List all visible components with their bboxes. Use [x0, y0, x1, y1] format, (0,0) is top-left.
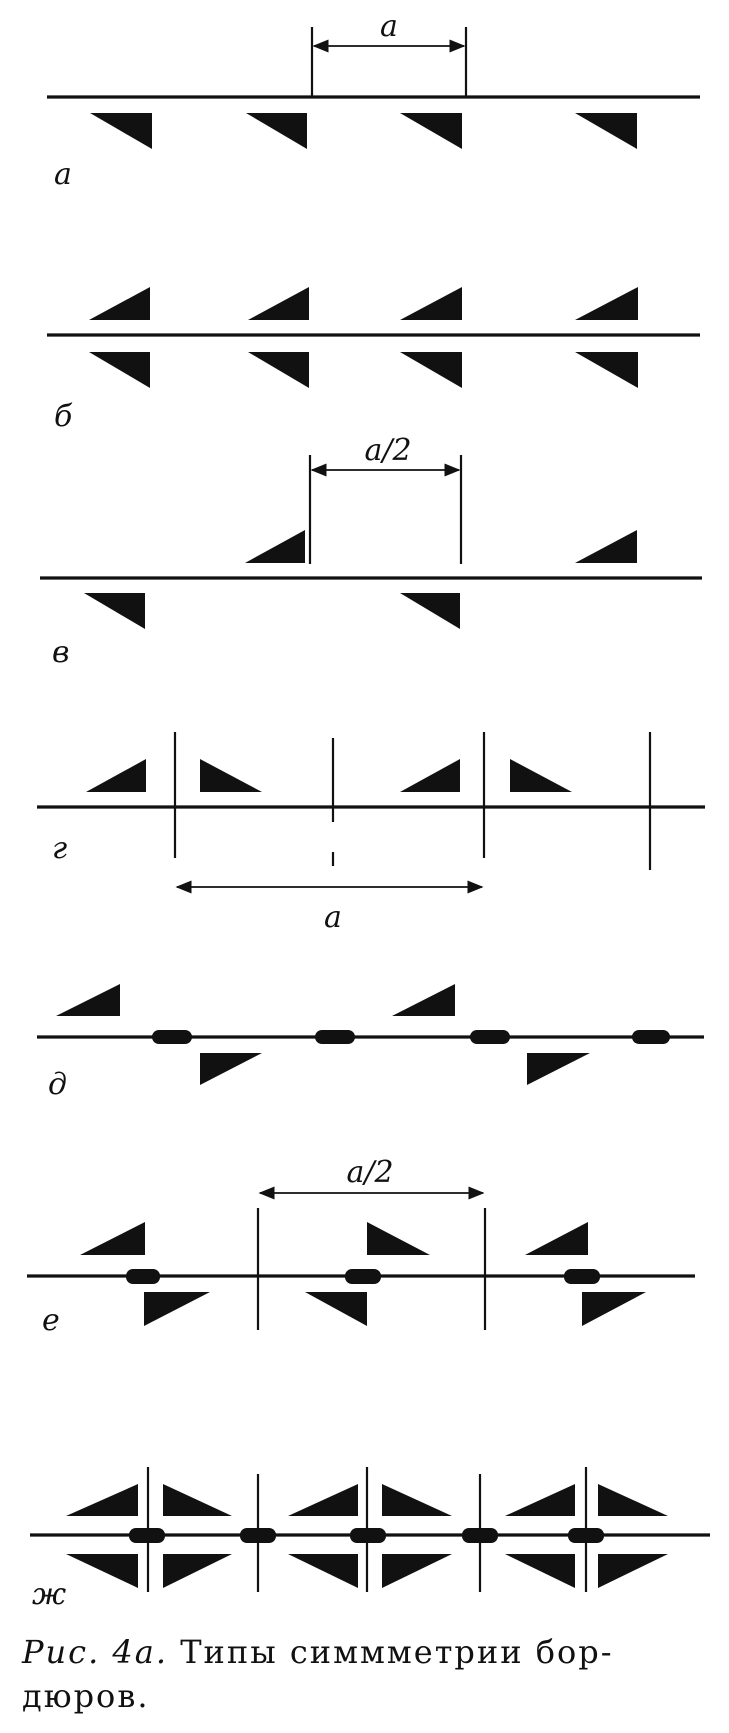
motif-triangle: [66, 1554, 138, 1588]
panel-label-zh: ж: [32, 1577, 66, 1612]
panel-label-b: б: [54, 399, 73, 434]
motif-triangle: [163, 1484, 232, 1516]
motif-triangle: [144, 1292, 210, 1326]
motif-triangle: [582, 1292, 646, 1326]
motif-triangle: [505, 1484, 575, 1516]
panel-label-v: в: [52, 635, 69, 670]
twofold-rotation-node: [564, 1269, 600, 1284]
motif-triangle: [90, 113, 152, 149]
motif-triangle: [248, 287, 309, 320]
motif-triangle: [245, 530, 305, 563]
panel-label-d: д: [48, 1067, 67, 1102]
motif-triangle: [505, 1554, 575, 1588]
motif-triangle: [163, 1554, 232, 1588]
motif-triangle: [66, 1484, 138, 1516]
motif-triangle: [56, 984, 120, 1016]
motif-triangle: [84, 593, 145, 629]
motif-triangle: [288, 1554, 358, 1588]
motif-triangle: [367, 1222, 430, 1255]
motif-triangle: [575, 352, 638, 388]
motif-triangle: [598, 1484, 668, 1516]
twofold-rotation-node: [345, 1269, 381, 1284]
figure-number: Рис. 4а.: [22, 1633, 169, 1671]
motif-triangle: [527, 1053, 590, 1085]
half-period-dimension-label: a/2: [346, 1155, 393, 1190]
motif-triangle: [200, 759, 262, 792]
twofold-rotation-node: [126, 1269, 160, 1284]
motif-triangle: [382, 1484, 452, 1516]
panel-label-e: е: [42, 1303, 60, 1338]
motif-triangle: [89, 287, 150, 320]
motif-triangle: [89, 352, 150, 388]
panel-label-a: а: [54, 157, 72, 192]
panel-label-g: г: [52, 831, 67, 866]
motif-triangle: [400, 759, 460, 792]
twofold-rotation-node: [129, 1528, 165, 1543]
figure-caption-text: Типы симмметрии бор-дюров.: [22, 1633, 614, 1715]
period-dimension-label: a: [380, 9, 398, 44]
motif-triangle: [80, 1222, 145, 1255]
motif-triangle: [382, 1554, 452, 1588]
panel-v: a/2 в: [40, 433, 702, 670]
motif-triangle: [400, 593, 460, 629]
motif-triangle: [525, 1222, 588, 1255]
panel-zh: ж: [30, 1467, 710, 1612]
panel-d: д: [37, 984, 704, 1102]
twofold-rotation-node: [632, 1030, 670, 1044]
twofold-rotation-node: [568, 1528, 604, 1543]
motif-triangle: [246, 113, 307, 149]
panel-e: a/2 е: [27, 1155, 695, 1338]
motif-triangle: [575, 113, 637, 149]
motif-triangle: [400, 287, 462, 320]
twofold-rotation-node: [470, 1030, 510, 1044]
twofold-rotation-node: [350, 1528, 386, 1543]
period-dimension-label: a: [324, 900, 342, 935]
panel-a: a а: [47, 9, 700, 192]
twofold-rotation-node: [152, 1030, 192, 1044]
motif-triangle: [575, 530, 637, 563]
half-period-dimension-label: a/2: [364, 433, 411, 468]
figure-caption: Рис. 4а. Типы симмметрии бор-дюров.: [22, 1630, 712, 1718]
motif-triangle: [305, 1292, 367, 1326]
twofold-rotation-node: [240, 1528, 276, 1543]
motif-triangle: [400, 113, 462, 149]
twofold-rotation-node: [462, 1528, 498, 1543]
panel-g: a г: [37, 732, 705, 935]
motif-triangle: [510, 759, 572, 792]
motif-triangle: [575, 287, 638, 320]
panel-b: б: [47, 287, 700, 434]
motif-triangle: [200, 1053, 262, 1085]
motif-triangle: [248, 352, 309, 388]
motif-triangle: [400, 352, 462, 388]
motif-triangle: [598, 1554, 668, 1588]
motif-triangle: [288, 1484, 358, 1516]
twofold-rotation-node: [315, 1030, 355, 1044]
motif-triangle: [86, 759, 146, 792]
motif-triangle: [392, 984, 455, 1016]
